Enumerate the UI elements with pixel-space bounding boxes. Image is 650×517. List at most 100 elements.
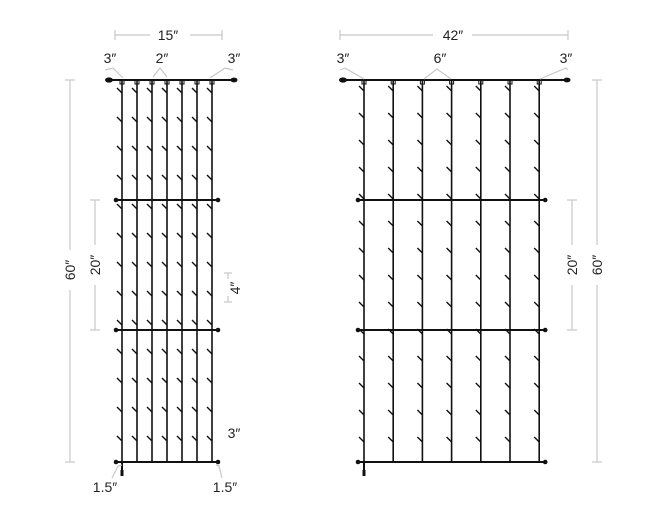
strand-clip-icon <box>194 79 200 85</box>
bulb-icon <box>176 174 183 181</box>
bulb-icon <box>475 409 482 416</box>
wide-curtain-diagram: 42″ 3″ 6″ 3″ 20″ 60″ <box>337 27 605 476</box>
bulb-icon <box>416 328 423 335</box>
bulb-icon <box>446 220 453 227</box>
wire-end-icon <box>113 459 119 465</box>
bulb-icon <box>533 409 540 416</box>
strand-spacing-label: 6″ <box>434 50 447 66</box>
bulb-icon <box>533 328 540 335</box>
bulb-icon <box>475 193 482 200</box>
bulb-icon <box>146 203 153 210</box>
bulb-icon <box>206 290 213 297</box>
width-label: 15″ <box>158 27 179 43</box>
bulb-icon <box>116 406 123 413</box>
bulb-icon <box>504 85 511 92</box>
bulb-icon <box>131 290 138 297</box>
bulb-icon <box>116 290 123 297</box>
bulb-icon <box>146 290 153 297</box>
bulb-icon <box>161 203 168 210</box>
bulb-icon <box>358 220 365 227</box>
bulb-icon <box>176 145 183 152</box>
bulb-icon <box>416 220 423 227</box>
bulb-icon <box>358 409 365 416</box>
bulb-icon <box>504 328 511 335</box>
strand-clip-icon <box>478 79 484 85</box>
bulb-icon <box>161 435 168 442</box>
bulb-icon <box>416 355 423 362</box>
bulb-icon <box>161 406 168 413</box>
bulb-icon <box>387 166 394 173</box>
bulb-icon <box>387 409 394 416</box>
bulb-icon <box>146 261 153 268</box>
wire-end-icon <box>542 327 548 333</box>
bulb-icon <box>387 112 394 119</box>
bulb-icon <box>146 377 153 384</box>
bulb-icon <box>358 85 365 92</box>
bulb-icon <box>446 166 453 173</box>
bulb-icon <box>131 261 138 268</box>
bulb-icon <box>504 166 511 173</box>
bulb-icon <box>206 319 213 326</box>
strand-clip-icon <box>179 79 185 85</box>
bulb-icon <box>358 301 365 308</box>
bulb-icon <box>504 220 511 227</box>
bulb-icon <box>146 145 153 152</box>
bulb-icon <box>131 348 138 355</box>
bulb-icon <box>504 409 511 416</box>
strand-spacing-label: 2″ <box>156 50 169 66</box>
bulb-icon <box>446 274 453 281</box>
bulb-icon <box>116 174 123 181</box>
bulb-icon <box>206 261 213 268</box>
bulb-icon <box>416 436 423 443</box>
bulb-icon <box>161 145 168 152</box>
bulb-icon <box>475 436 482 443</box>
bulb-icon <box>533 274 540 281</box>
bulb-icon <box>206 348 213 355</box>
end-spacing-right-label: 3″ <box>560 50 573 66</box>
bulb-icon <box>176 116 183 123</box>
bulb-icon <box>131 232 138 239</box>
bulb-icon <box>446 328 453 335</box>
bulb-icon <box>131 435 138 442</box>
bulb-icon <box>116 377 123 384</box>
bulb-icon <box>416 274 423 281</box>
bulb-icon <box>533 85 540 92</box>
bulb-icon <box>446 85 453 92</box>
wire-end-icon <box>542 197 548 203</box>
bulb-icon <box>475 85 482 92</box>
bulb-icon <box>446 382 453 389</box>
bulb-icon <box>146 406 153 413</box>
bulb-icon <box>206 174 213 181</box>
section-label: 20″ <box>87 255 103 276</box>
plug-icon <box>105 77 113 83</box>
bulb-icon <box>176 377 183 384</box>
bulb-icon <box>116 116 123 123</box>
bulb-icon <box>475 328 482 335</box>
bulb-icon <box>206 406 213 413</box>
bulb-icon <box>206 435 213 442</box>
bottom-bulb-label: 3″ <box>228 425 241 441</box>
bulb-icon <box>416 247 423 254</box>
bulb-icon <box>446 301 453 308</box>
bulb-icon <box>116 319 123 326</box>
bulb-icon <box>387 301 394 308</box>
bulb-icon <box>446 193 453 200</box>
bulb-icon <box>533 220 540 227</box>
bulb-icon <box>533 112 540 119</box>
bulb-icon <box>191 348 198 355</box>
bulb-icon <box>387 328 394 335</box>
bulb-icon <box>161 87 168 94</box>
bulb-icon <box>504 193 511 200</box>
strand-clip-icon <box>507 79 513 85</box>
bulb-icon <box>176 348 183 355</box>
bulb-icon <box>131 377 138 384</box>
bulb-icon <box>191 406 198 413</box>
bulb-icon <box>475 220 482 227</box>
connector-icon <box>120 470 124 476</box>
strand-clip-icon <box>134 79 140 85</box>
bulb-icon <box>475 301 482 308</box>
bulb-icon <box>504 247 511 254</box>
strand-clip-icon <box>119 79 125 85</box>
bottom-right-label: 1.5″ <box>213 479 237 495</box>
